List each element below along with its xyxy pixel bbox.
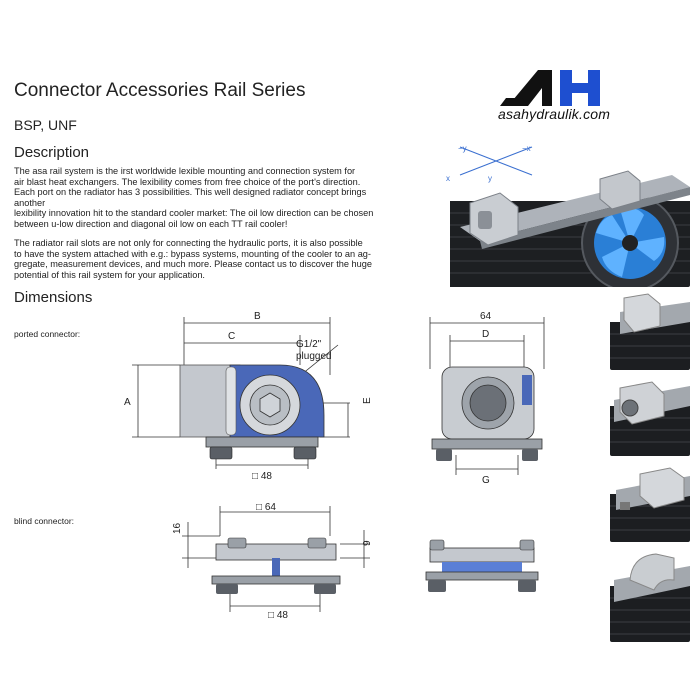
description-line: between u-low direction and diagonal oil…	[14, 218, 288, 229]
dimensions-heading: Dimensions	[14, 289, 93, 306]
blind-connector-side-drawing	[425, 539, 539, 592]
dim-label-g: G	[482, 475, 490, 485]
blind-connector-front-drawing: □ 64 □ 48	[182, 502, 370, 620]
brand-url: asahydraulik.com	[498, 106, 611, 122]
page-subtitle: BSP, UNF	[14, 117, 77, 133]
dim-label-bottom-48: □ 48	[268, 610, 288, 620]
dim-label-top-64: □ 64	[256, 502, 276, 513]
dim-label-bottom-48: □ 48	[252, 471, 272, 482]
axis-label: −x	[522, 144, 531, 153]
photo-connector-3	[610, 464, 690, 542]
description-line: Each port on the radiator has 3 possibil…	[14, 187, 367, 198]
axis-label: x	[446, 174, 450, 183]
ported-connector-front-drawing: B C A G1/2" plugged □ 48	[124, 311, 350, 482]
photo-connector-4	[610, 550, 690, 642]
dim-label-e: E	[362, 397, 373, 404]
product-photo-rail-cooler: −y −x x y	[440, 135, 690, 287]
description-line: The radiator rail slots are not only for…	[14, 238, 363, 248]
dim-label-16: 16	[172, 522, 183, 534]
description-line: to have the system attached with e.g.: b…	[14, 248, 371, 259]
description-heading: Description	[14, 144, 90, 161]
ported-connector-label: ported connector:	[14, 329, 81, 339]
photo-connector-1	[610, 292, 690, 370]
description-line: potential of this rail system for your a…	[14, 269, 205, 280]
description-line: lexibility innovation hit to the standar…	[14, 208, 374, 219]
ported-connector-side-drawing: 64 D G	[429, 311, 545, 485]
page-title: Connector Accessories Rail Series	[14, 80, 306, 101]
description-line: another	[14, 197, 46, 208]
description-line: The asa rail system is the irst worldwid…	[14, 166, 356, 176]
description-paragraph-2: The radiator rail slots are not only for…	[14, 238, 420, 280]
description-line: air blast heat exchangers. The lexibilit…	[14, 176, 361, 187]
description-line: gregate, measurement devices, and much m…	[14, 259, 372, 270]
dim-label-9: 9	[362, 540, 373, 546]
dim-label-c: C	[228, 331, 235, 342]
photo-connector-2	[610, 378, 690, 456]
brand-logo	[498, 66, 648, 126]
dim-label-b: B	[254, 311, 261, 322]
dim-label-64: 64	[480, 311, 492, 322]
plug-label-state: plugged	[296, 351, 332, 362]
plug-label-thread: G1/2"	[296, 339, 322, 350]
axis-arrow	[459, 146, 533, 176]
dim-label-d: D	[482, 329, 489, 340]
axis-label: −y	[458, 144, 467, 153]
blind-connector-label: blind connector:	[14, 516, 75, 526]
ah-logo-icon	[500, 70, 600, 106]
axis-label: y	[488, 174, 492, 183]
dim-label-a: A	[124, 397, 131, 408]
description-paragraph-1: The asa rail system is the irst worldwid…	[14, 166, 420, 230]
